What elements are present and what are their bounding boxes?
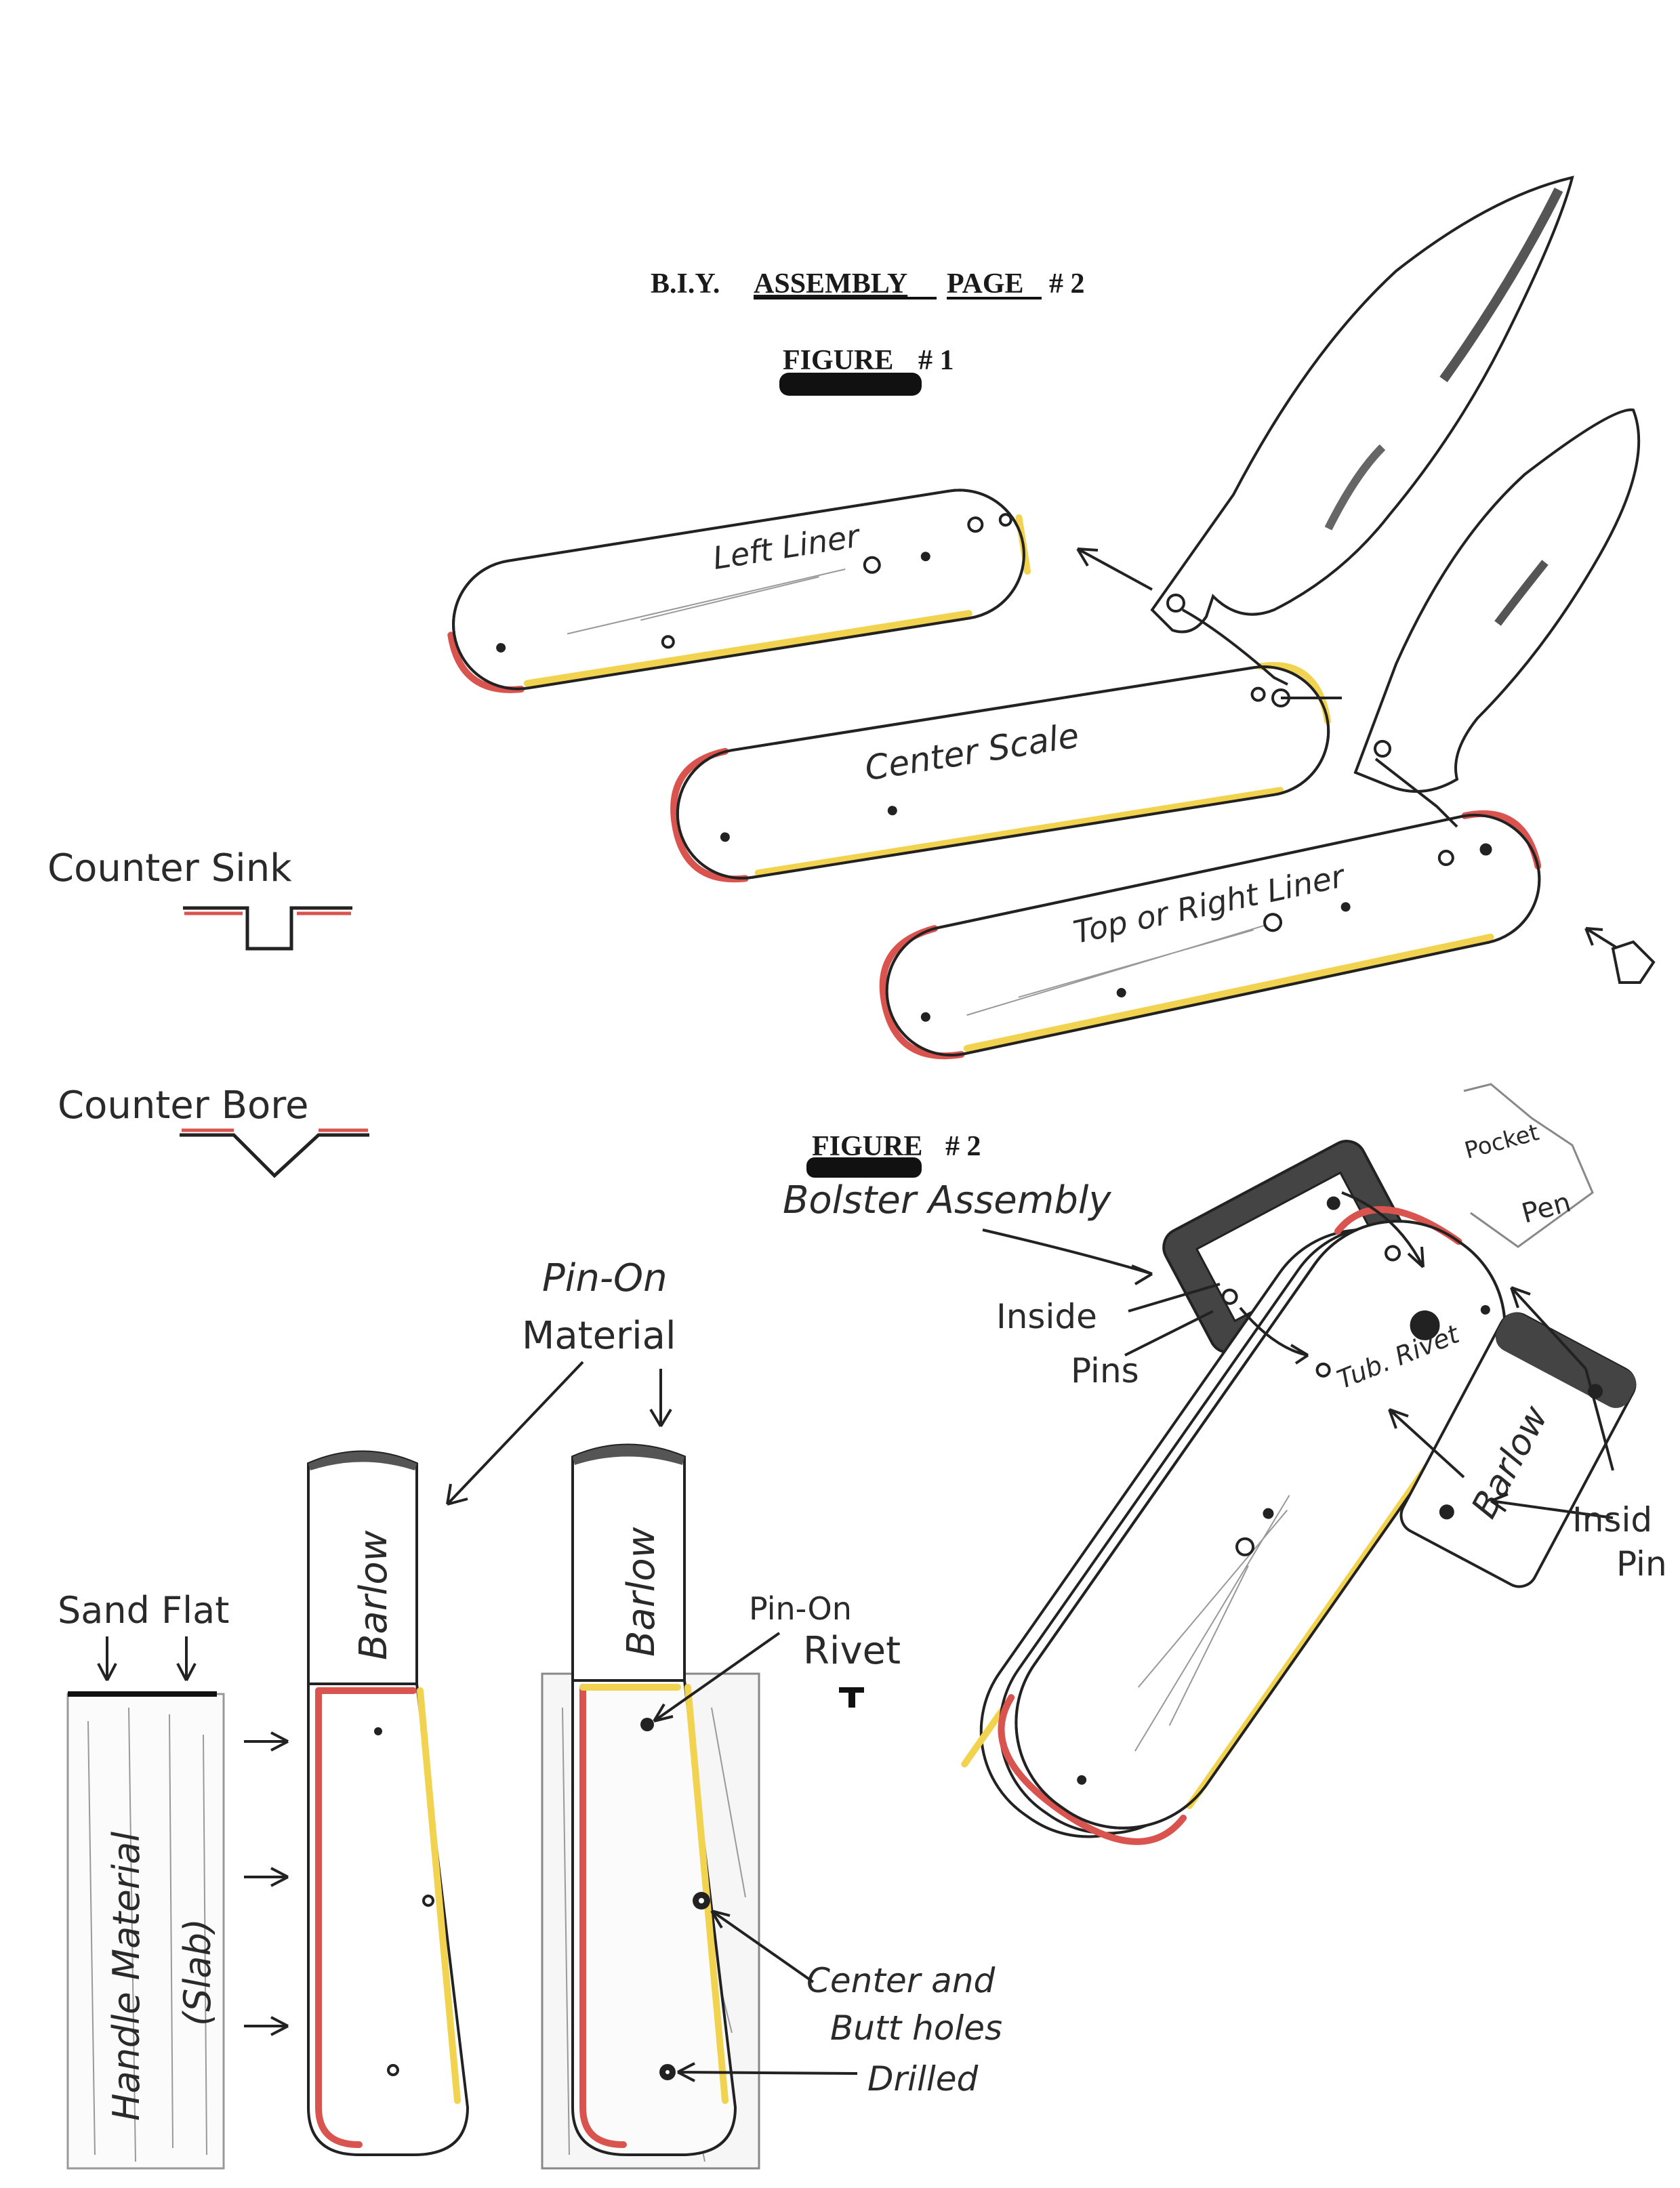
arrow-slab-2 xyxy=(244,1867,289,1887)
figure1-highlight xyxy=(779,373,922,396)
handle-material-label: Handle Material xyxy=(105,1832,148,2121)
bolster-assembly-label: Bolster Assembly xyxy=(783,1178,1111,1222)
arrow-inside-pins-right xyxy=(1490,1368,1614,1519)
rivet-icon xyxy=(839,1687,864,1708)
bolster-brand-a: Barlow xyxy=(352,1530,396,1660)
counter-sink-label: Counter Sink xyxy=(47,846,292,890)
slab-label: (Slab) xyxy=(176,1918,219,2026)
arrow-sand-flat-right xyxy=(176,1636,197,1681)
arrow-bolster-pin-b xyxy=(1239,1306,1309,1365)
handle-stack xyxy=(961,1206,1512,1845)
inside-pins-right-line1: Insid xyxy=(1572,1500,1652,1540)
pin-on-rivet-line1: Pin-On xyxy=(749,1590,852,1627)
holes-note-line2: Butt holes xyxy=(830,2008,1002,2048)
arrow-butt-hole xyxy=(677,2062,858,2082)
title-word-assembly: ASSEMBLY xyxy=(754,268,907,300)
counter-sink-legend: Counter Sink xyxy=(47,846,352,951)
arrow-bolster-assembly xyxy=(982,1229,1153,1285)
pen-blade-outline xyxy=(1463,1083,1594,1248)
arrow-slab-1 xyxy=(244,1731,289,1752)
counter-bore-legend: Counter Bore xyxy=(58,1083,369,1178)
handle-slab: Handle Material (Slab) xyxy=(66,1691,225,2170)
arrow-inside-pins-left xyxy=(1124,1283,1221,1357)
pin-on-material-line2: Material xyxy=(522,1314,676,1358)
figure2-number: # 2 xyxy=(945,1131,981,1162)
arrow-bolster-pin-a xyxy=(1341,1191,1425,1268)
arrow-sand-flat-left xyxy=(97,1636,117,1681)
inside-pins-left-line1: Inside xyxy=(996,1297,1097,1336)
holes-note-line3: Drilled xyxy=(867,2059,978,2099)
inside-pins-left-line2: Pins xyxy=(1071,1351,1139,1390)
page-header: B.I.Y. ASSEMBLY PAGE # 2 xyxy=(651,268,1085,300)
left-liner: Left Liner xyxy=(447,489,1031,693)
counter-bore-profile xyxy=(180,1133,369,1178)
figure2-label: FIGURE # 2 Bolster Assembly xyxy=(783,1131,1111,1222)
bolster-brand-b: Barlow xyxy=(619,1527,663,1657)
figure1-drawing: Left Liner Center Scale xyxy=(447,176,1656,1060)
arrow-blade-pin xyxy=(1182,608,1288,686)
arrow-to-left-liner xyxy=(1076,548,1153,591)
arrow-center-hole xyxy=(710,1910,815,1983)
figure2-drawing: Pocket Pen Tub. Rivet xyxy=(961,1083,1667,1845)
figure1-number: # 1 xyxy=(918,345,954,376)
arrow-right-pin-a xyxy=(1510,1286,1587,1370)
handle-a: Barlow xyxy=(307,1450,470,2156)
bolster-left xyxy=(1162,1140,1413,1354)
pin-on-material-line1: Pin-On xyxy=(542,1256,668,1300)
rivet-head xyxy=(1611,940,1656,984)
small-blade xyxy=(1353,408,1641,793)
arrow-pin-on-top xyxy=(649,1369,672,1428)
title-prefix: B.I.Y. xyxy=(651,268,720,300)
counter-sink-profile xyxy=(183,906,352,951)
figure1-label: FIGURE # 1 xyxy=(779,345,954,396)
left-liner-pin-butt xyxy=(496,642,506,653)
right-liner: Top or Right Liner xyxy=(879,810,1542,1060)
sand-flat-label: Sand Flat xyxy=(58,1589,229,1632)
handle-b: Barlow xyxy=(541,1443,760,2170)
title-word-page: PAGE xyxy=(947,268,1024,300)
title-suffix: # 2 xyxy=(1049,268,1085,300)
counter-bore-label: Counter Bore xyxy=(58,1083,309,1128)
arrow-pin-on-rivet xyxy=(653,1632,781,1722)
arrow-pin-on-material xyxy=(446,1361,584,1506)
figure2-label-text: FIGURE xyxy=(812,1131,922,1162)
figure2-highlight xyxy=(806,1157,922,1178)
arrow-rivet-path xyxy=(1281,697,1641,964)
inside-pins-right-line2: Pin xyxy=(1616,1544,1667,1584)
large-blade xyxy=(1150,176,1574,634)
center-scale: Center Scale xyxy=(670,662,1332,883)
pin-on-rivet-line2: Rivet xyxy=(803,1629,901,1673)
holes-note-line1: Center and xyxy=(806,1961,996,2000)
arrow-slab-3 xyxy=(244,2016,289,2036)
arrow-right-pin-b xyxy=(1388,1408,1465,1479)
figure1-label-text: FIGURE xyxy=(783,345,893,376)
figure3-drawing: Pin-On Material Sand Flat Handle Materia… xyxy=(58,1256,1002,2170)
